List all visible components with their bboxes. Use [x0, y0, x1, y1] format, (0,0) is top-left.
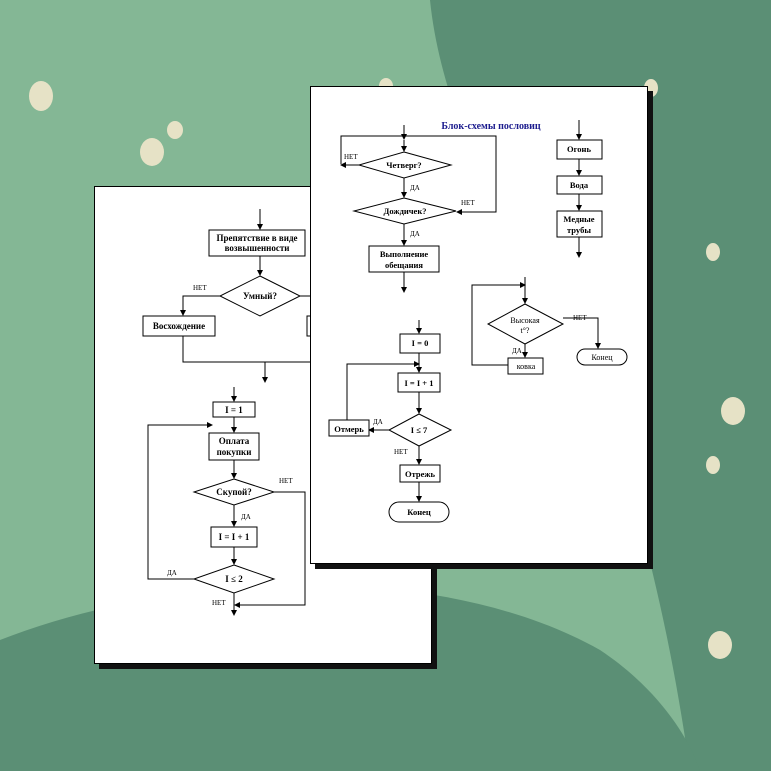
end-terminal-2 — [576, 348, 628, 366]
no-label-1: НЕТ — [344, 153, 358, 161]
temp-label: t°? — [521, 326, 530, 335]
yes-label-1: ДА — [410, 184, 420, 192]
inc-label: I = I + 1 — [219, 532, 250, 542]
pay-label-2: покупки — [217, 447, 252, 457]
rain-label: Дождичек? — [384, 206, 427, 216]
no-label-3: НЕТ — [212, 599, 226, 607]
ascent-label: Восхождение — [153, 321, 205, 331]
forge-label: ковка — [517, 362, 536, 371]
yes-label-1: ДА — [241, 513, 251, 521]
forge-box — [507, 357, 544, 375]
ascent-box — [142, 315, 216, 337]
yes-label-4: ДА — [512, 347, 522, 355]
no-label-2: НЕТ — [461, 199, 475, 207]
high-label: Высокая — [510, 316, 540, 325]
thursday-label: Четверг? — [386, 160, 421, 170]
obstacle-label-2: возвышенности — [225, 243, 290, 253]
i1-label: I = 1 — [225, 405, 243, 415]
promise-box — [368, 245, 440, 273]
cond-label: I ≤ 7 — [411, 425, 428, 435]
yes-label-2: ДА — [167, 569, 177, 577]
yes-label-2: ДА — [410, 230, 420, 238]
end-label-1: Конец — [407, 507, 431, 517]
right-flowchart-page: Блок-схемы пословиц — [310, 86, 648, 564]
no-label-4: НЕТ — [573, 314, 587, 322]
no-label-3: НЕТ — [394, 448, 408, 456]
fire-label: Огонь — [567, 144, 591, 154]
yes-label-3: ДА — [373, 418, 383, 426]
i0-label: I = 0 — [412, 338, 429, 348]
water-label: Вода — [570, 180, 589, 190]
promise-label-2: обещания — [385, 260, 423, 270]
inc-label: I = I + 1 — [404, 378, 433, 388]
smart-decision — [218, 275, 302, 317]
pipes-label-2: трубы — [567, 225, 591, 235]
cond-label: I ≤ 2 — [225, 574, 243, 584]
end-label-2: Конец — [591, 353, 613, 362]
measure-box — [328, 419, 370, 437]
obstacle-box — [208, 229, 306, 257]
measure-label: Отмерь — [334, 424, 364, 434]
pipes-label-1: Медные — [563, 214, 594, 224]
no-label-1: НЕТ — [193, 284, 207, 292]
stingy-label: Скупой? — [216, 487, 251, 497]
promise-label-1: Выполнение — [380, 249, 429, 259]
no-label-2: НЕТ — [279, 477, 293, 485]
obstacle-label-1: Препятствие в виде — [217, 233, 298, 243]
smart-label: Умный? — [243, 291, 277, 301]
cut-label: Отрежь — [405, 469, 436, 479]
pay-label-1: Оплата — [219, 436, 250, 446]
cut-box — [399, 464, 441, 483]
i0-box — [399, 333, 441, 354]
end-terminal-1 — [388, 501, 450, 523]
page-title: Блок-схемы пословиц — [441, 121, 541, 132]
